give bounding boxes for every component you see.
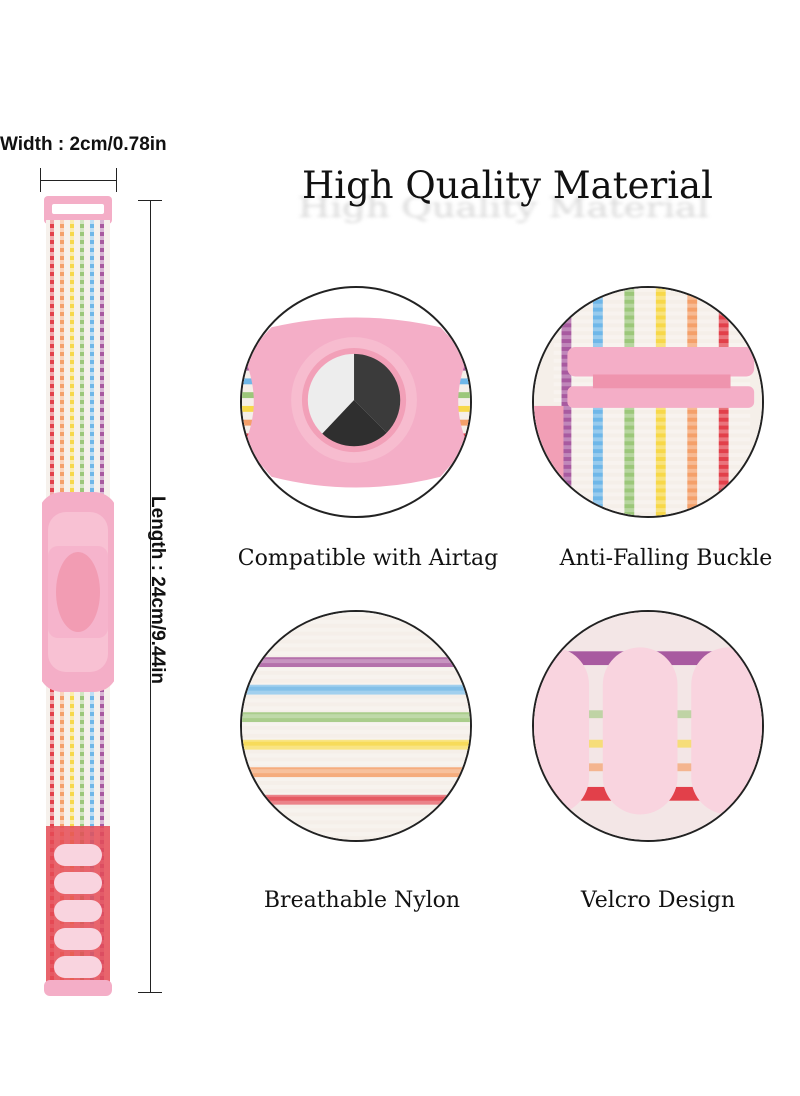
feature-caption-nylon: Breathable Nylon xyxy=(263,888,461,913)
feature-caption-buckle: Anti-Falling Buckle xyxy=(559,546,773,571)
velcro-hooks-closeup-icon xyxy=(534,612,762,840)
feature-image-airtag xyxy=(240,286,472,518)
length-dimension-tick-top xyxy=(138,200,162,201)
feature-image-velcro xyxy=(532,610,764,842)
feature-image-buckle xyxy=(532,286,764,518)
page-heading: High Quality Material xyxy=(302,164,713,207)
feature-caption-velcro: Velcro Design xyxy=(580,888,736,913)
nylon-weave-closeup-icon xyxy=(242,612,470,840)
length-dimension-label: Length : 24cm/9.44in xyxy=(147,496,168,684)
heading-reflection: High Quality Material xyxy=(298,191,709,224)
length-dimension-tick-bottom xyxy=(138,992,162,993)
length-dimension-line xyxy=(150,200,151,992)
width-dimension-tick-left xyxy=(40,168,41,192)
width-dimension-label: Width : 2cm/0.78in xyxy=(0,134,167,155)
width-dimension-tick-right xyxy=(116,168,117,192)
feature-image-nylon xyxy=(240,610,472,842)
watch-strap-image xyxy=(42,196,114,996)
buckle-closeup-icon xyxy=(534,288,762,516)
airtag-case-closeup-icon xyxy=(242,317,470,488)
width-dimension-line xyxy=(40,180,116,181)
feature-caption-airtag: Compatible with Airtag xyxy=(237,546,499,571)
